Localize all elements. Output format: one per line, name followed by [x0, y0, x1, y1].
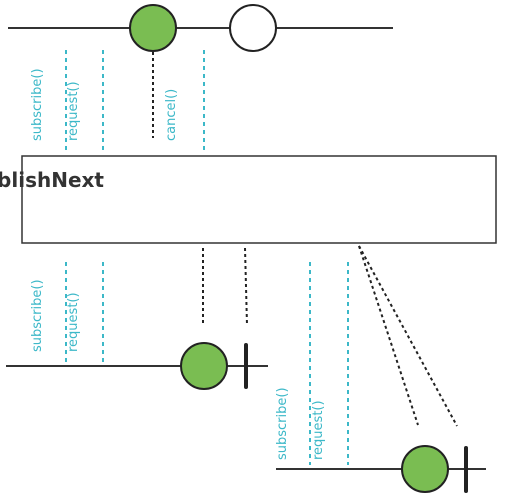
second-subscriber-signals: subscribe() request()	[275, 245, 458, 465]
upstream-signals: subscribe() request() cancel()	[30, 50, 205, 150]
operator-box	[21, 155, 497, 244]
first-complete-dotted-line	[244, 247, 248, 326]
first-subscribe-label: subscribe()	[30, 279, 45, 352]
second-subscribe-label: subscribe()	[275, 387, 290, 460]
operator-label: publishNext	[0, 168, 104, 192]
first-request-label: request()	[66, 292, 81, 352]
second-output-marble	[401, 445, 449, 493]
second-output-timeline-group	[276, 445, 486, 493]
operator-box-group: publishNext	[0, 155, 497, 244]
first-output-timeline-group	[6, 342, 268, 390]
upstream-request-label: request()	[66, 81, 81, 141]
source-marble-emitted	[129, 4, 177, 52]
upstream-subscribe-label: subscribe()	[30, 68, 45, 141]
second-emission-dotted-line	[358, 245, 419, 426]
source-marble-not-emitted	[229, 4, 277, 52]
second-complete-dotted-line	[358, 245, 458, 427]
second-request-label: request()	[311, 400, 326, 460]
first-subscriber-signals: subscribe() request()	[30, 247, 248, 362]
upstream-cancel-label: cancel()	[164, 89, 179, 141]
source-timeline-group	[8, 4, 393, 52]
first-output-marble	[180, 342, 228, 390]
